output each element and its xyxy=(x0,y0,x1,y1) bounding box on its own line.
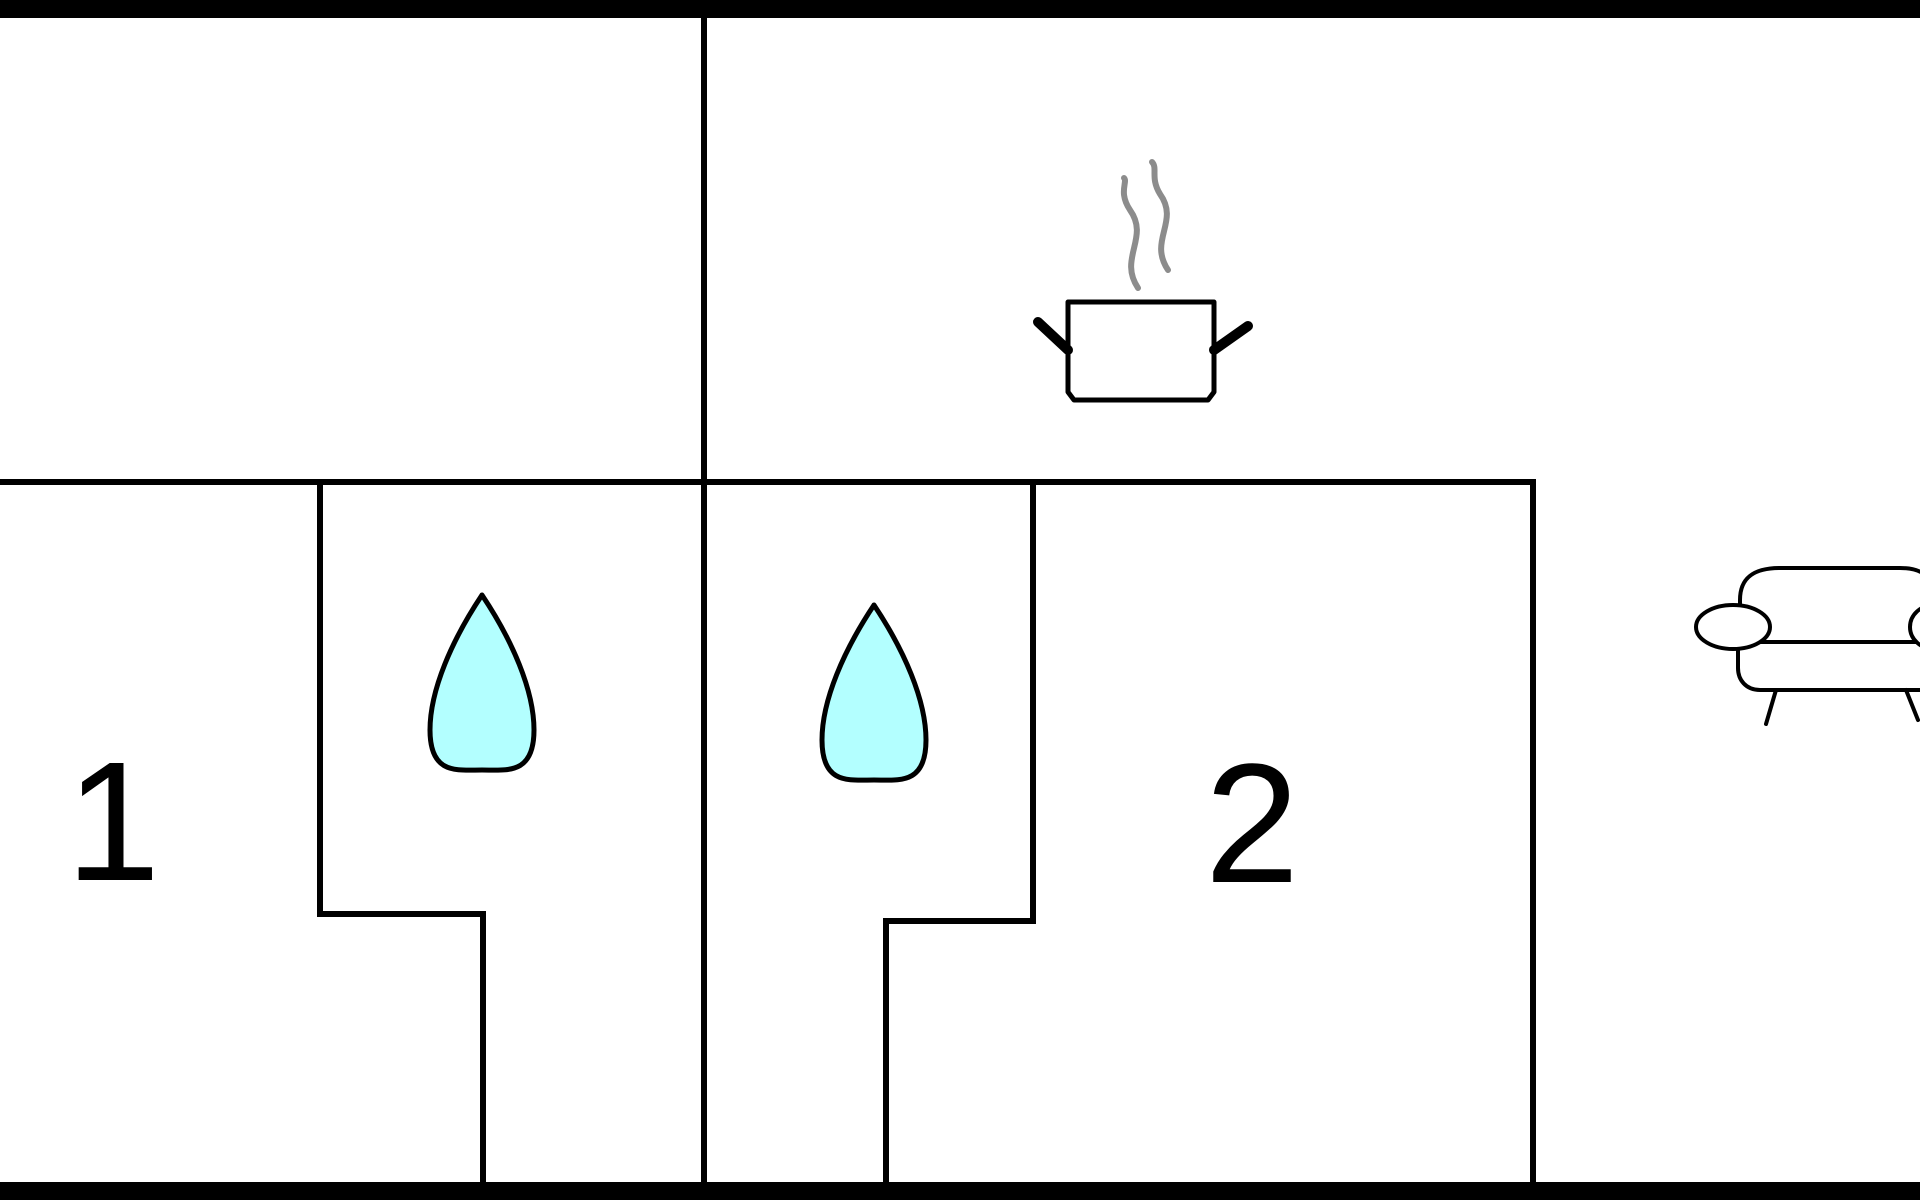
cooking-pot-icon xyxy=(1033,159,1253,403)
bathroom-2-walls xyxy=(883,479,1036,1187)
room-label-2: 2 xyxy=(1205,729,1300,919)
bathroom-1-walls xyxy=(317,479,486,1187)
sofa-icon xyxy=(1694,566,1920,726)
water-drop-icon xyxy=(427,592,537,773)
room-label-1: 1 xyxy=(66,727,161,917)
water-drop-icon xyxy=(819,602,929,783)
